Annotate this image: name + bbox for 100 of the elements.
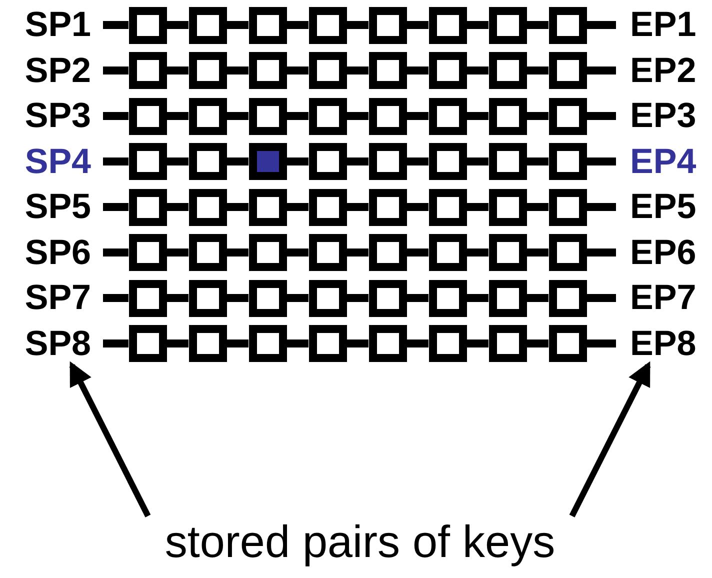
connector-line <box>103 112 128 120</box>
connector-line <box>526 248 548 256</box>
connector-line <box>586 21 616 29</box>
connector-line <box>166 203 188 211</box>
connector-line <box>226 66 248 74</box>
empty-cell <box>428 52 466 89</box>
empty-cell <box>488 325 526 362</box>
connector-line <box>226 294 248 302</box>
connector-line <box>466 66 488 74</box>
empty-cell <box>128 143 166 180</box>
empty-cell <box>488 52 526 89</box>
connector-line <box>406 203 428 211</box>
connector-line <box>166 340 188 348</box>
empty-cell <box>248 52 286 89</box>
empty-cell <box>128 234 166 271</box>
empty-cell <box>188 52 226 89</box>
empty-cell <box>368 234 406 271</box>
empty-cell <box>248 6 286 44</box>
connector-line <box>226 248 248 256</box>
connector-line <box>406 158 428 166</box>
connector-line <box>226 340 248 348</box>
connector-line <box>586 66 616 74</box>
connector-line <box>226 21 248 29</box>
connector-line <box>406 66 428 74</box>
connector-line <box>166 248 188 256</box>
empty-cell <box>548 234 586 271</box>
start-point-label: SP8 <box>8 324 103 364</box>
empty-cell <box>548 143 586 180</box>
empty-cell <box>368 188 406 226</box>
connector-line <box>286 66 308 74</box>
connector-line <box>586 112 616 120</box>
empty-cell <box>548 98 586 134</box>
connector-line <box>166 112 188 120</box>
empty-cell <box>128 188 166 226</box>
empty-cell <box>128 52 166 89</box>
end-point-label: EP2 <box>616 50 708 90</box>
empty-cell <box>128 325 166 362</box>
connector-line <box>286 340 308 348</box>
empty-cell <box>548 188 586 226</box>
connector-line <box>286 112 308 120</box>
start-point-label: SP1 <box>8 5 103 45</box>
connector-line <box>166 66 188 74</box>
empty-cell <box>308 6 346 44</box>
connector-line <box>586 248 616 256</box>
empty-cell <box>308 234 346 271</box>
connector-line <box>103 294 128 302</box>
start-point-label: SP7 <box>8 278 103 318</box>
connector-line <box>346 294 368 302</box>
empty-cell <box>188 280 226 316</box>
connector-line <box>586 294 616 302</box>
empty-cell <box>308 325 346 362</box>
connector-line <box>346 112 368 120</box>
empty-cell <box>308 188 346 226</box>
connector-line <box>226 158 248 166</box>
empty-cell <box>488 143 526 180</box>
empty-cell <box>188 188 226 226</box>
connector-line <box>226 112 248 120</box>
connector-line <box>466 158 488 166</box>
empty-cell <box>248 280 286 316</box>
connector-line <box>526 158 548 166</box>
empty-cell <box>188 143 226 180</box>
arrow <box>69 361 151 518</box>
empty-cell <box>188 234 226 271</box>
end-point-label: EP5 <box>616 187 708 227</box>
empty-cell <box>428 234 466 271</box>
connector-line <box>586 203 616 211</box>
connector-line <box>406 21 428 29</box>
empty-cell <box>308 52 346 89</box>
connector-line <box>526 340 548 348</box>
connector-line <box>166 158 188 166</box>
empty-cell <box>368 143 406 180</box>
connector-line <box>466 21 488 29</box>
empty-cell <box>248 188 286 226</box>
empty-cell <box>308 143 346 180</box>
connector-line <box>346 66 368 74</box>
connector-line <box>103 158 128 166</box>
connector-line <box>406 340 428 348</box>
connector-line <box>286 248 308 256</box>
connector-line <box>466 248 488 256</box>
arrow <box>569 361 651 518</box>
connector-line <box>286 294 308 302</box>
connector-line <box>103 66 128 74</box>
connector-line <box>346 158 368 166</box>
empty-cell <box>488 98 526 134</box>
connector-line <box>526 294 548 302</box>
empty-cell <box>128 98 166 134</box>
empty-cell <box>428 6 466 44</box>
empty-cell <box>188 325 226 362</box>
empty-cell <box>488 188 526 226</box>
connector-line <box>286 21 308 29</box>
start-point-label: SP4 <box>8 142 103 182</box>
empty-cell <box>548 52 586 89</box>
empty-cell <box>248 325 286 362</box>
empty-cell <box>128 280 166 316</box>
start-point-label: SP5 <box>8 187 103 227</box>
connector-line <box>586 340 616 348</box>
empty-cell <box>488 234 526 271</box>
connector-line <box>526 21 548 29</box>
end-point-label: EP8 <box>616 324 708 364</box>
empty-cell <box>128 6 166 44</box>
